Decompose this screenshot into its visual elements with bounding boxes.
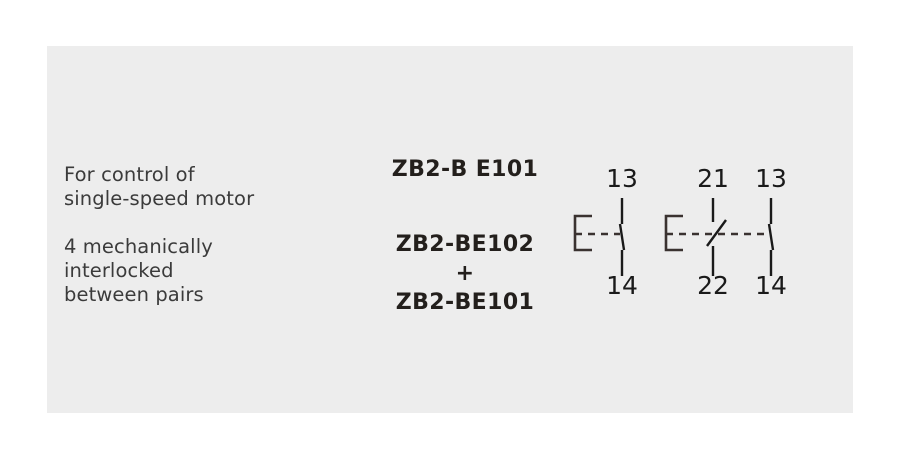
schematic-symbols-area: 13 14 21 13 22 14 (560, 150, 820, 310)
part-number: ZB2-B E101 (391, 157, 539, 182)
symbol-changeover-contact-pair: 21 13 22 14 (664, 164, 787, 300)
part-number-group-combination: ZB2-BE102 + ZB2-BE101 (370, 230, 560, 317)
description-line: between pairs (64, 283, 204, 306)
part-number: ZB2-BE102 (395, 232, 535, 257)
description-column: For control of single-speed motor 4 mech… (64, 163, 364, 307)
terminal-label-13-top: 13 (755, 164, 787, 193)
part-number: ZB2-BE101 (395, 290, 535, 315)
description-line: single-speed motor (64, 187, 255, 210)
part-number-group-single: ZB2-B E101 (370, 155, 560, 184)
terminal-label-14-bottom: 14 (755, 271, 787, 300)
nc-contact-blade (706, 219, 727, 247)
description-block-control: For control of single-speed motor (64, 163, 364, 211)
description-block-interlock: 4 mechanically interlocked between pairs (64, 235, 364, 307)
part-number-column: ZB2-B E101 ZB2-BE102 + ZB2-BE101 (370, 155, 560, 317)
terminal-label-22-bottom: 22 (697, 271, 729, 300)
description-line: For control of (64, 163, 195, 186)
terminal-label-13-top: 13 (606, 164, 638, 193)
terminal-label-14-bottom: 14 (606, 271, 638, 300)
plus-sign: + (455, 261, 475, 286)
contact-blade (618, 223, 626, 251)
description-line: interlocked (64, 259, 174, 282)
no-contact-blade (767, 223, 775, 251)
symbol-normally-open-contact: 13 14 (573, 164, 638, 300)
description-line: 4 mechanically (64, 235, 213, 258)
terminal-label-21-top: 21 (697, 164, 729, 193)
